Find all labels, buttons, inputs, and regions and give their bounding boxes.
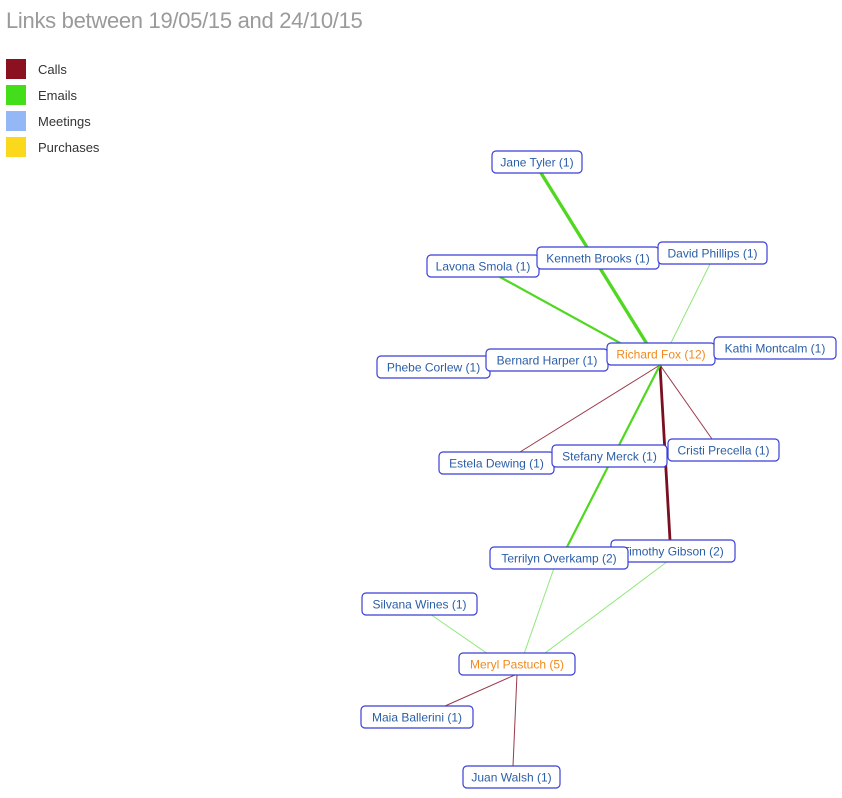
node-label: Maia Ballerini (1) <box>372 711 462 725</box>
node-cristi-precella[interactable]: Cristi Precella (1) <box>667 438 780 462</box>
node-david-phillips[interactable]: David Phillips (1) <box>657 241 768 265</box>
node-juan-walsh[interactable]: Juan Walsh (1) <box>462 765 561 789</box>
node-timothy-gibson[interactable]: Timothy Gibson (2) <box>610 539 736 563</box>
node-bernard-harper[interactable]: Bernard Harper (1) <box>485 348 609 372</box>
node-label: Terrilyn Overkamp (2) <box>501 552 616 566</box>
node-label: Kenneth Brooks (1) <box>546 252 649 266</box>
legend-label-calls: Calls <box>38 61 67 77</box>
node-label: Kathi Montcalm (1) <box>725 342 826 356</box>
legend-label-meetings: Meetings <box>38 113 91 129</box>
legend-swatch-purchases <box>6 137 26 157</box>
node-maia-ballerini[interactable]: Maia Ballerini (1) <box>360 705 474 729</box>
node-label: Juan Walsh (1) <box>471 771 551 785</box>
node-label: Cristi Precella (1) <box>677 444 769 458</box>
legend: Calls Emails Meetings Purchases <box>6 59 99 163</box>
node-label: Bernard Harper (1) <box>497 354 598 368</box>
legend-label-purchases: Purchases <box>38 139 100 155</box>
node-estela-dewing[interactable]: Estela Dewing (1) <box>438 451 555 475</box>
node-label: Richard Fox (12) <box>616 348 705 362</box>
link-cristi-precella-richard-fox <box>659 364 713 440</box>
legend-item-purchases[interactable]: Purchases <box>6 137 99 157</box>
node-box <box>667 438 780 462</box>
node-label: Meryl Pastuch (5) <box>470 658 564 672</box>
nodes-layer: Jane Tyler (1) Lavona Smola (1) Kenneth Br… <box>360 150 837 789</box>
node-box <box>458 652 576 676</box>
node-stefany-merck[interactable]: Stefany Merck (1) <box>551 444 668 468</box>
node-box <box>551 444 668 468</box>
link-juan-walsh-meryl-pastuch <box>512 673 518 767</box>
node-label: Lavona Smola (1) <box>436 260 531 274</box>
link-maia-ballerini-meryl-pastuch <box>444 673 518 707</box>
node-jane-tyler[interactable]: Jane Tyler (1) <box>491 150 583 174</box>
legend-swatch-calls <box>6 59 26 79</box>
node-label: Jane Tyler (1) <box>500 156 573 170</box>
node-box <box>462 765 561 789</box>
node-box <box>361 592 478 616</box>
node-label: Phebe Corlew (1) <box>387 361 480 375</box>
node-lavona-smola[interactable]: Lavona Smola (1) <box>426 254 540 278</box>
node-terrilyn-overkamp[interactable]: Terrilyn Overkamp (2) <box>489 546 629 570</box>
node-label: David Phillips (1) <box>667 247 757 261</box>
legend-item-emails[interactable]: Emails <box>6 85 99 105</box>
node-label: Timothy Gibson (2) <box>622 545 724 559</box>
node-box <box>360 705 474 729</box>
node-meryl-pastuch[interactable]: Meryl Pastuch (5) <box>458 652 576 676</box>
chart-title: Links between 19/05/15 and 24/10/15 <box>6 8 363 33</box>
legend-swatch-meetings <box>6 111 26 131</box>
node-kenneth-brooks[interactable]: Kenneth Brooks (1) <box>536 246 660 270</box>
node-label: Silvana Wines (1) <box>372 598 466 612</box>
node-silvana-wines[interactable]: Silvana Wines (1) <box>361 592 478 616</box>
node-box <box>713 336 837 360</box>
link-estela-dewing-richard-fox <box>519 364 661 453</box>
node-richard-fox[interactable]: Richard Fox (12) <box>606 342 716 366</box>
node-box <box>489 546 629 570</box>
node-label: Estela Dewing (1) <box>449 457 544 471</box>
node-kathi-montcalm[interactable]: Kathi Montcalm (1) <box>713 336 837 360</box>
node-box <box>491 150 583 174</box>
legend-item-calls[interactable]: Calls <box>6 59 99 79</box>
legend-item-meetings[interactable]: Meetings <box>6 111 99 131</box>
legend-label-emails: Emails <box>38 87 78 103</box>
legend-swatch-emails <box>6 85 26 105</box>
node-label: Stefany Merck (1) <box>562 450 657 464</box>
node-box <box>657 241 768 265</box>
node-phebe-corlew[interactable]: Phebe Corlew (1) <box>376 355 491 379</box>
